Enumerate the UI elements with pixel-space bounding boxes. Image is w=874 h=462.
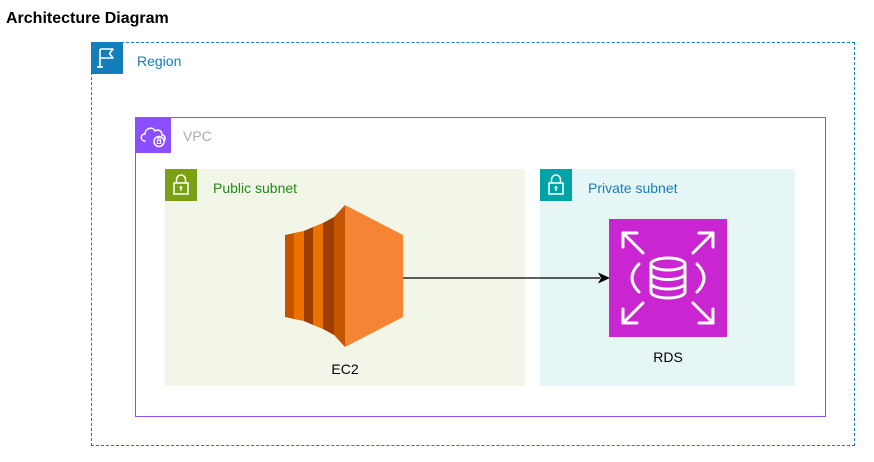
rds-label: RDS [653, 349, 683, 365]
ec2-label: EC2 [331, 361, 359, 377]
lock-icon [165, 169, 197, 201]
lock-icon [540, 169, 572, 201]
vpc-group [135, 117, 826, 417]
vpc-cloud-icon [135, 117, 171, 153]
ec2-to-rds-connector [400, 268, 615, 288]
ec2-icon[interactable] [285, 205, 403, 347]
public-subnet-label: Public subnet [213, 180, 298, 196]
diagram-title: Architecture Diagram [6, 10, 169, 27]
private-subnet-label: Private subnet [588, 180, 678, 196]
rds-database-icon[interactable] [609, 219, 727, 337]
flag-icon [91, 42, 123, 74]
region-group [91, 42, 855, 446]
vpc-label: VPC [183, 128, 212, 144]
region-label: Region [137, 53, 182, 69]
